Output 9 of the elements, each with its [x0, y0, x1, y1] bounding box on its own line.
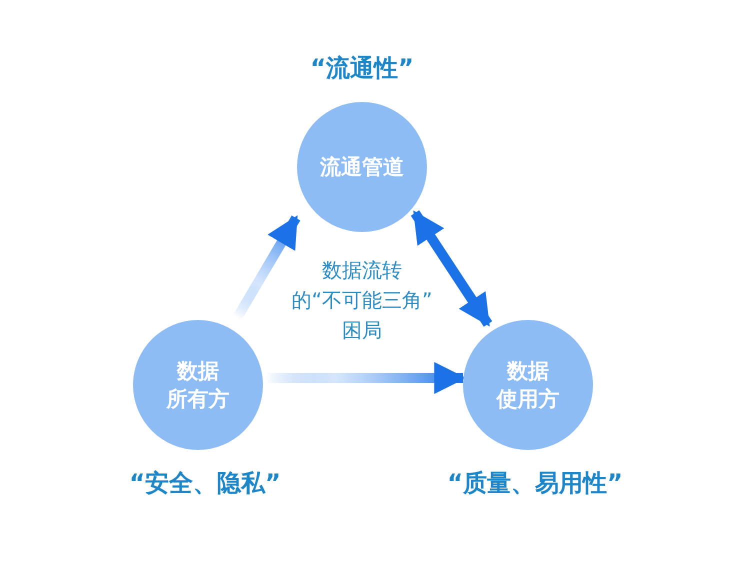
- quote-caption: “安全、隐私”: [129, 468, 281, 499]
- node-label: 流通管道: [320, 154, 404, 181]
- node-label: 数据使用方: [496, 358, 560, 413]
- arrow: [232, 215, 300, 321]
- node-label: 数据所有方: [166, 358, 230, 413]
- arrow: [410, 210, 492, 327]
- quote-caption: “质量、易用性”: [447, 468, 623, 499]
- quote-caption: “流通性”: [310, 53, 414, 84]
- center-text: 数据流转的“不可能三角”困局: [292, 257, 432, 344]
